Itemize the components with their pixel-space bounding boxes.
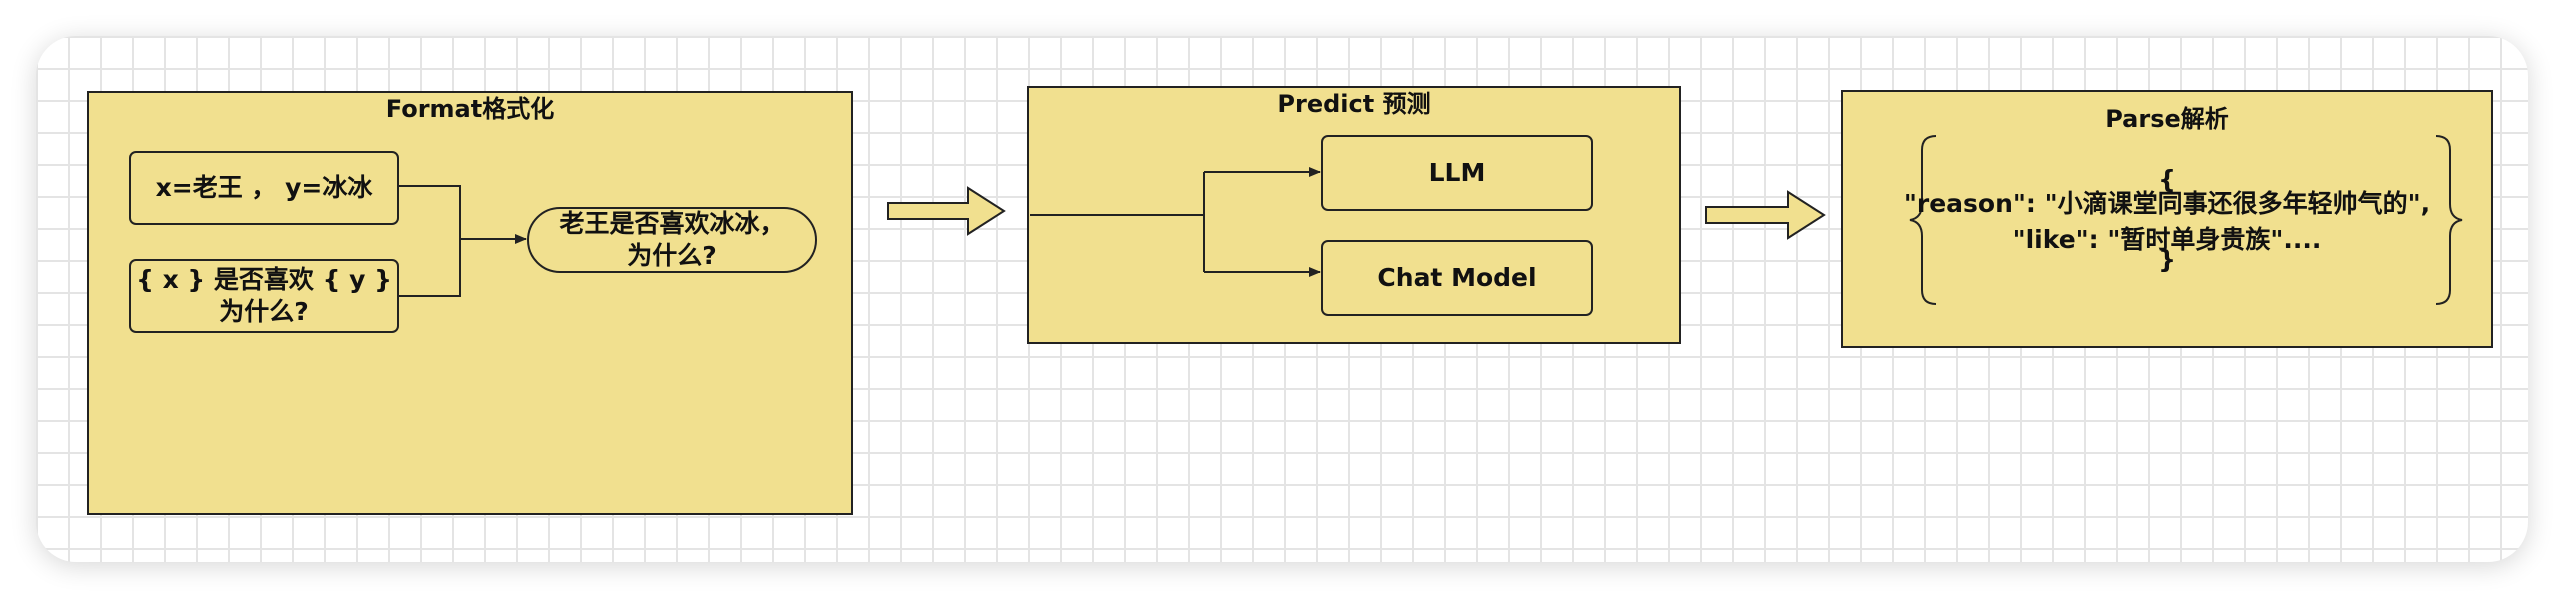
- diagram-shapes: [87, 86, 2493, 515]
- connector-vars: [398, 185, 461, 239]
- input-vars-label: x=老王 ， y=冰冰: [155, 173, 373, 202]
- flow-arrow-1: [887, 186, 1006, 236]
- diagram-canvas: Format格式化 x=老王 ， y=冰冰 { x } 是否喜欢 { y } 为…: [36, 36, 2528, 562]
- input-vars-box: [129, 151, 399, 225]
- chat-model-label: Chat Model: [1377, 263, 1537, 292]
- predict-stage-title: Predict 预测: [1277, 90, 1431, 118]
- prompt-label: 老王是否喜欢冰冰， 为什么?: [559, 209, 785, 270]
- prompt-box: [527, 207, 817, 273]
- parse-stage-box: [1841, 90, 2493, 348]
- format-stage-title: Format格式化: [385, 95, 555, 123]
- template-label: { x } 是否喜欢 { y } 为什么?: [136, 265, 392, 326]
- llm-box: [1321, 135, 1593, 211]
- output-open-brace: {: [2158, 165, 2176, 194]
- parse-stage-title: Parse解析: [2105, 105, 2229, 133]
- connector-template: [398, 239, 461, 297]
- llm-label: LLM: [1428, 158, 1486, 187]
- output-body: "reason": "小滴课堂同事还很多年轻帅气的", "like": "暂时单…: [1903, 189, 2431, 254]
- left-brace-icon: [1909, 135, 1937, 305]
- right-brace-icon: [2435, 135, 2463, 305]
- flow-arrow-2: [1705, 190, 1826, 240]
- chat-model-box: [1321, 240, 1593, 316]
- output-close-brace: }: [2158, 245, 2176, 274]
